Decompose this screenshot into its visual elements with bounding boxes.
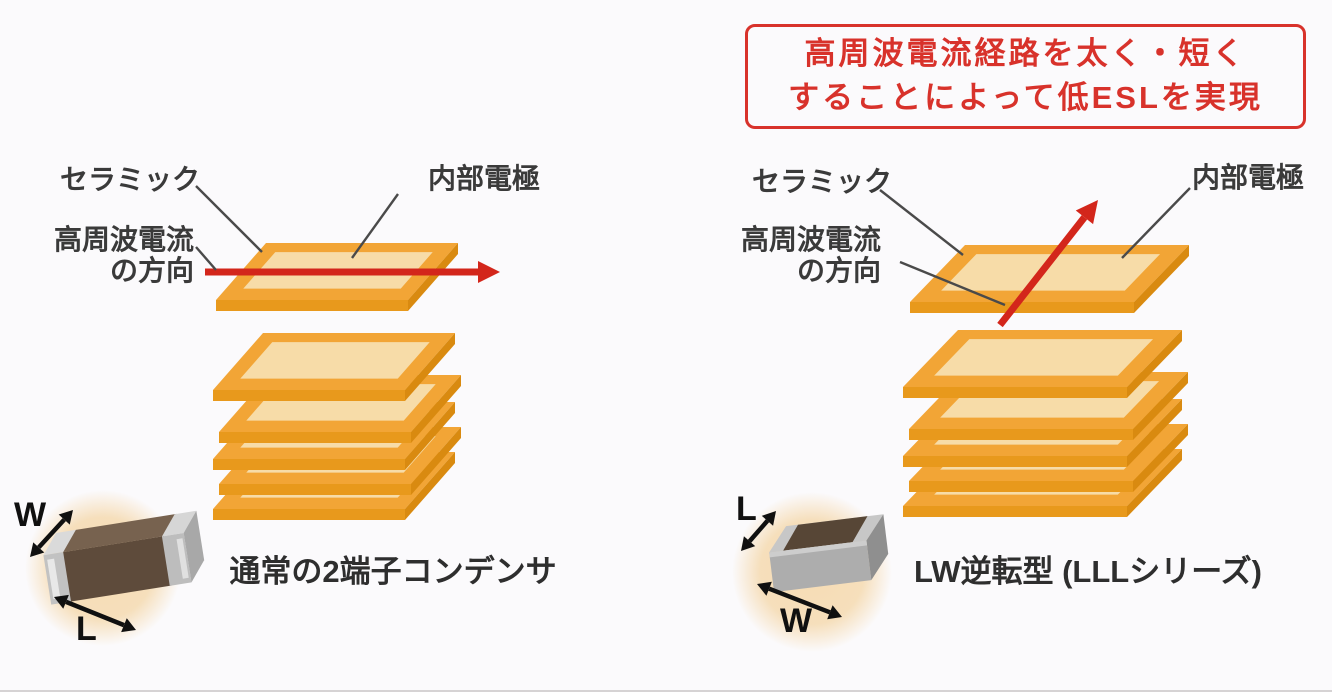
left-electrode-stack <box>213 333 461 520</box>
right-length-letter: L <box>736 490 757 528</box>
left-top-electrode-plate <box>216 243 458 311</box>
note-line-1: 高周波電流経路を太く・短く <box>804 36 1247 71</box>
right-hf-current-label: 高周波電流 の方向 <box>697 224 881 286</box>
right-current-arrow <box>997 200 1098 328</box>
left-width-letter: W <box>14 496 47 534</box>
leader-line <box>195 246 217 271</box>
left-hf-current-line2: の方向 <box>109 255 194 286</box>
left-length-letter: L <box>76 610 97 648</box>
left-ceramic-label: セラミック <box>60 164 201 195</box>
left-hf-current-line1: 高周波電流 <box>53 224 194 255</box>
right-top-electrode-plate <box>910 245 1189 313</box>
left-chip-photo <box>43 510 205 605</box>
note-line-2: することによって低ESLを実現 <box>788 80 1263 115</box>
right-electrode-stack <box>903 330 1188 517</box>
left-electrode-label: 内部電極 <box>428 163 541 194</box>
left-caption: 通常の2端子コンデンサ <box>229 554 557 589</box>
right-width-letter: W <box>780 602 813 640</box>
leader-line <box>879 189 964 256</box>
right-electrode-label: 内部電極 <box>1192 162 1305 193</box>
right-caption: LW逆転型 (LLLシリーズ) <box>913 554 1262 589</box>
leader-line <box>1121 187 1191 259</box>
leader-lines <box>195 185 1191 307</box>
left-hf-current-label: 高周波電流 の方向 <box>10 224 194 286</box>
right-hf-current-line2: の方向 <box>796 255 881 286</box>
right-ceramic-label: セラミック <box>752 166 893 197</box>
right-chip-photo <box>769 514 889 593</box>
leader-line <box>195 185 263 253</box>
leader-line <box>351 193 399 259</box>
right-hf-current-line1: 高周波電流 <box>740 224 881 255</box>
dimension-arrows <box>30 510 842 633</box>
left-current-arrow <box>205 261 500 283</box>
low-esl-note: 高周波電流経路を太く・短く することによって低ESLを実現 <box>745 24 1306 129</box>
leader-line <box>899 260 1006 307</box>
